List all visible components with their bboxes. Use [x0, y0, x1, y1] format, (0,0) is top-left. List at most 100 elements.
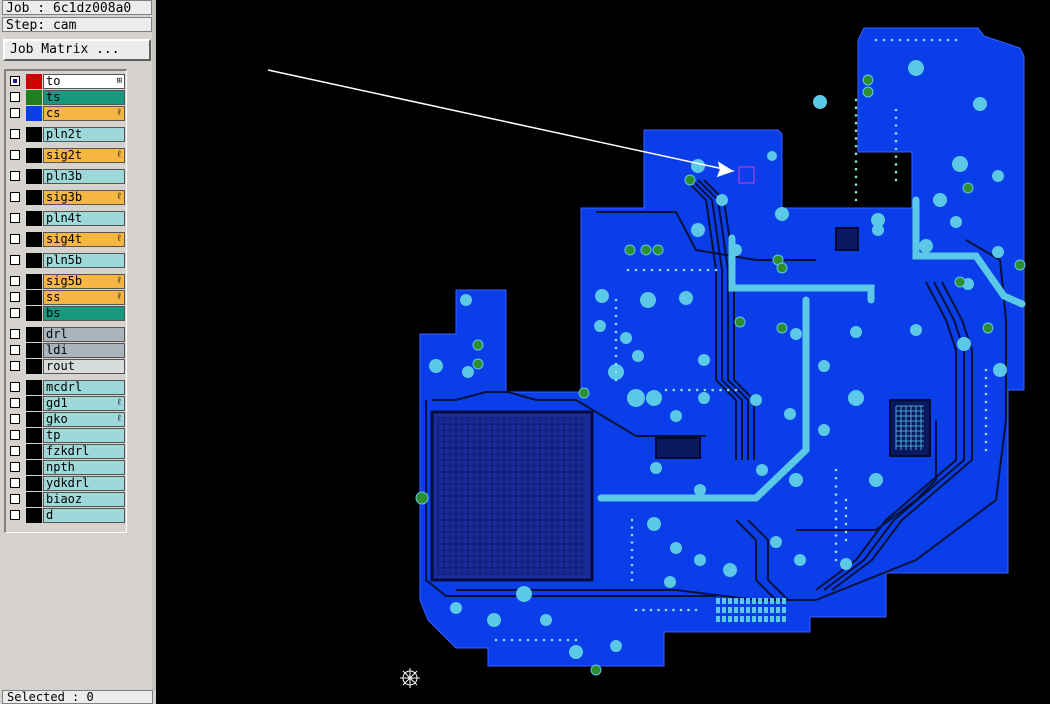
layer-name[interactable]: biaoz — [43, 492, 125, 507]
layer-name[interactable]: pln3b — [43, 169, 125, 184]
layer-row-ts[interactable]: ts — [7, 90, 126, 105]
layer-row-fzkdrl[interactable]: fzkdrl — [7, 444, 126, 459]
layer-name[interactable]: bs — [43, 306, 125, 321]
layer-row-bs[interactable]: bs — [7, 306, 126, 321]
layer-color-swatch[interactable] — [26, 460, 42, 475]
layer-color-swatch[interactable] — [26, 232, 42, 247]
layer-color-swatch[interactable] — [26, 476, 42, 491]
layer-checkbox[interactable] — [10, 510, 20, 520]
layer-checkbox[interactable] — [10, 398, 20, 408]
layer-checkbox[interactable] — [10, 234, 20, 244]
layer-name[interactable]: pln5b — [43, 253, 125, 268]
layer-checkbox[interactable] — [10, 414, 20, 424]
layer-name[interactable]: pln2t — [43, 127, 125, 142]
layer-checkbox[interactable] — [10, 92, 20, 102]
layer-row-npth[interactable]: npth — [7, 460, 126, 475]
layer-row-tp[interactable]: tp — [7, 428, 126, 443]
layer-name[interactable]: rout — [43, 359, 125, 374]
layer-color-swatch[interactable] — [26, 343, 42, 358]
layer-name[interactable]: to⊞ — [43, 74, 125, 89]
layer-row-ldi[interactable]: ldi — [7, 343, 126, 358]
layer-checkbox[interactable] — [10, 329, 20, 339]
layer-row-pln3b[interactable]: pln3b — [7, 169, 126, 184]
layer-name[interactable]: ldi — [43, 343, 125, 358]
layer-checkbox[interactable] — [10, 192, 20, 202]
layer-checkbox[interactable] — [10, 292, 20, 302]
layer-color-swatch[interactable] — [26, 396, 42, 411]
layer-row-pln5b[interactable]: pln5b — [7, 253, 126, 268]
layer-color-swatch[interactable] — [26, 211, 42, 226]
layer-color-swatch[interactable] — [26, 327, 42, 342]
graphic-canvas[interactable] — [156, 0, 1050, 704]
layer-color-swatch[interactable] — [26, 127, 42, 142]
layer-row-mcdrl[interactable]: mcdrl — [7, 380, 126, 395]
layer-checkbox[interactable] — [10, 255, 20, 265]
pcb-view[interactable] — [156, 0, 1050, 704]
layer-row-drl[interactable]: drl — [7, 327, 126, 342]
layer-name[interactable]: npth — [43, 460, 125, 475]
layer-color-swatch[interactable] — [26, 74, 42, 89]
layer-checkbox[interactable] — [10, 171, 20, 181]
layer-row-to[interactable]: to⊞ — [7, 74, 126, 89]
layer-checkbox[interactable] — [10, 382, 20, 392]
layer-color-swatch[interactable] — [26, 508, 42, 523]
layer-color-swatch[interactable] — [26, 306, 42, 321]
layer-row-biaoz[interactable]: biaoz — [7, 492, 126, 507]
layer-color-swatch[interactable] — [26, 106, 42, 121]
layer-row-d[interactable]: d — [7, 508, 126, 523]
layer-color-swatch[interactable] — [26, 90, 42, 105]
layer-row-rout[interactable]: rout — [7, 359, 126, 374]
layer-color-swatch[interactable] — [26, 428, 42, 443]
layer-name[interactable]: pln4t — [43, 211, 125, 226]
layer-name[interactable]: ydkdrl — [43, 476, 125, 491]
layer-color-swatch[interactable] — [26, 444, 42, 459]
layer-checkbox[interactable] — [10, 478, 20, 488]
layer-checkbox[interactable] — [10, 129, 20, 139]
layer-color-swatch[interactable] — [26, 253, 42, 268]
layer-color-swatch[interactable] — [26, 169, 42, 184]
layer-color-swatch[interactable] — [26, 190, 42, 205]
layer-checkbox[interactable] — [10, 462, 20, 472]
job-matrix-button[interactable]: Job Matrix ... — [3, 39, 151, 61]
layer-checkbox[interactable] — [10, 494, 20, 504]
layer-checkbox[interactable] — [10, 361, 20, 371]
layer-color-swatch[interactable] — [26, 492, 42, 507]
layer-name[interactable]: d — [43, 508, 125, 523]
layer-color-swatch[interactable] — [26, 274, 42, 289]
layer-name[interactable]: tp — [43, 428, 125, 443]
layer-row-ydkdrl[interactable]: ydkdrl — [7, 476, 126, 491]
layer-checkbox[interactable] — [10, 308, 20, 318]
layer-row-pln4t[interactable]: pln4t — [7, 211, 126, 226]
layer-color-swatch[interactable] — [26, 412, 42, 427]
layer-checkbox[interactable] — [10, 213, 20, 223]
layer-checkbox[interactable] — [10, 446, 20, 456]
layer-checkbox[interactable] — [10, 108, 20, 118]
layer-color-swatch[interactable] — [26, 290, 42, 305]
layer-color-swatch[interactable] — [26, 359, 42, 374]
layer-checkbox[interactable] — [10, 345, 20, 355]
layer-row-pln2t[interactable]: pln2t — [7, 127, 126, 142]
panel-splitter[interactable] — [152, 0, 156, 690]
layer-checkbox[interactable] — [10, 430, 20, 440]
layer-name[interactable]: ts — [43, 90, 125, 105]
layer-color-swatch[interactable] — [26, 148, 42, 163]
layer-color-swatch[interactable] — [26, 380, 42, 395]
layer-checkbox[interactable] — [10, 276, 20, 286]
layer-name[interactable]: fzkdrl — [43, 444, 125, 459]
layer-name[interactable]: mcdrl — [43, 380, 125, 395]
